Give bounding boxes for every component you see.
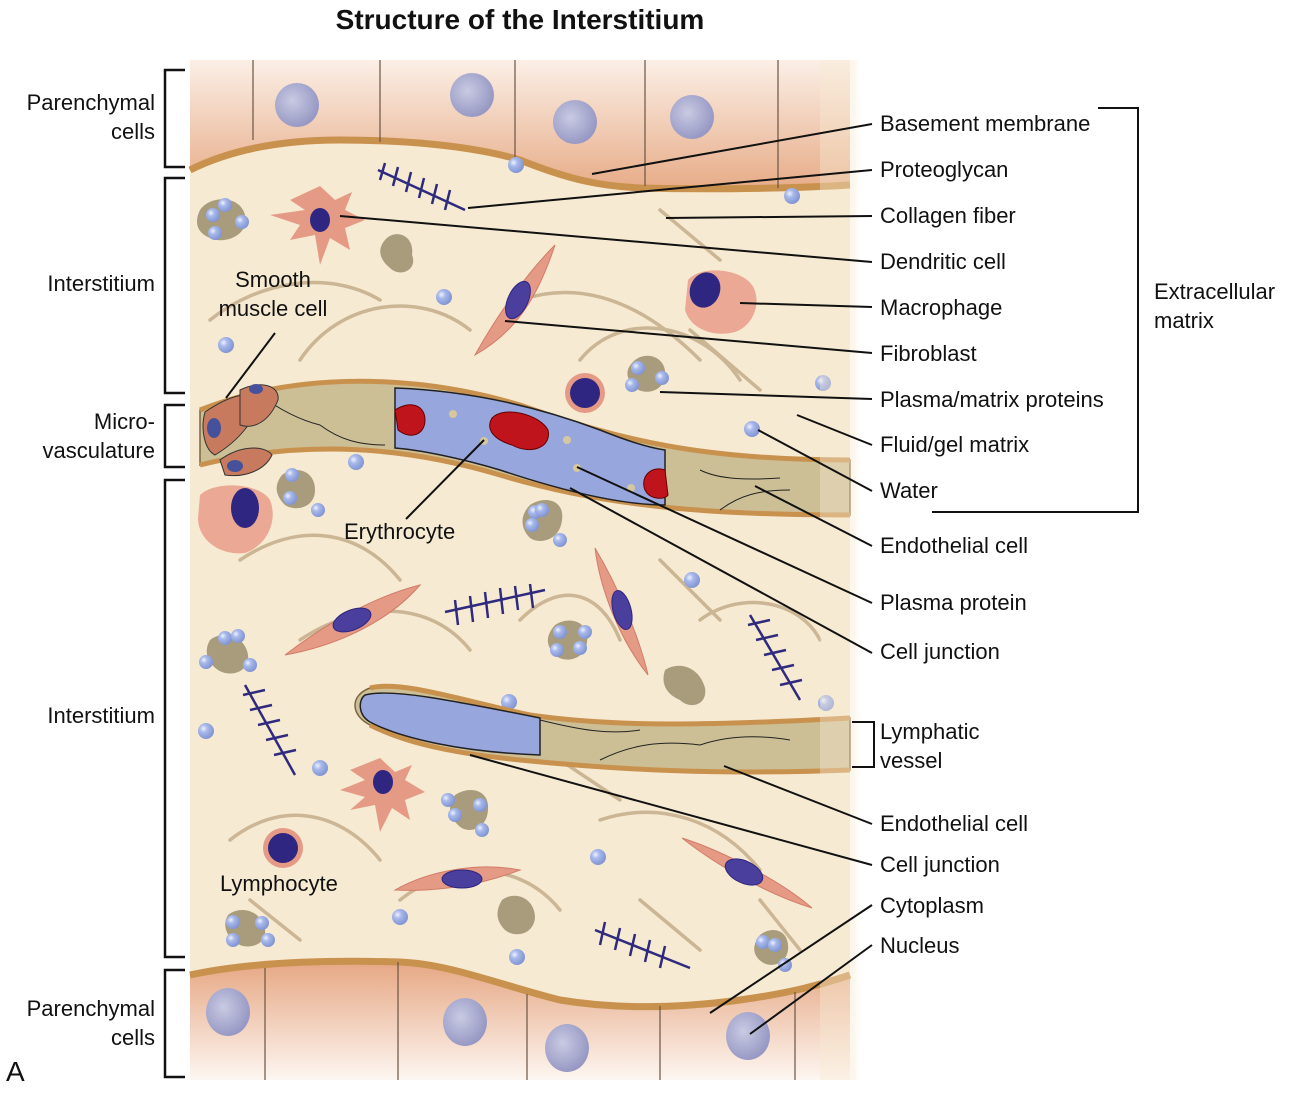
proteoglycans (242, 162, 803, 970)
label-line: Extracellular (1154, 279, 1276, 304)
fibroblasts (284, 244, 813, 909)
label-collagen-fiber: Collagen fiber (880, 203, 1016, 228)
lymphocytes (263, 373, 605, 868)
label-cytoplasm: Cytoplasm (880, 893, 984, 918)
label-smooth-muscle-cell: Smooth muscle cell (212, 265, 334, 323)
right-brackets (852, 107, 1139, 768)
label-proteoglycan: Proteoglycan (880, 157, 1009, 182)
label-parenchymal-cells-top: Parenchymal cells (27, 88, 155, 146)
label-line: cells (110, 1025, 155, 1050)
label-line: vasculature (42, 438, 155, 463)
parenchymal-cells-bottom (189, 957, 852, 1080)
label-plasma-protein: Plasma protein (880, 590, 1027, 615)
figure-letter: A (6, 1056, 25, 1087)
label-fluid-gel-matrix: Fluid/gel matrix (880, 432, 1030, 457)
label-microvasculature: Micro- vasculature (42, 407, 155, 465)
label-line: muscle cell (218, 296, 328, 321)
label-line: Smooth (235, 267, 311, 292)
label-line: Interstitium (47, 271, 155, 296)
label-line: Lymphatic (880, 719, 980, 744)
label-water: Water (880, 478, 938, 503)
label-line: cells (110, 119, 155, 144)
water-molecules (198, 157, 834, 972)
label-cell-junction-capillary: Cell junction (880, 639, 1000, 664)
dendritic-cells (270, 186, 425, 832)
label-parenchymal-cells-bottom: Parenchymal cells (27, 994, 155, 1052)
label-line: Interstitium (47, 703, 155, 728)
label-plasma-matrix-proteins: Plasma/matrix proteins (880, 387, 1104, 412)
label-line: matrix (1154, 308, 1214, 333)
label-line: Parenchymal (26, 90, 155, 115)
label-endothelial-cell-lymphatic: Endothelial cell (880, 811, 1028, 836)
leader-lines (225, 123, 873, 1035)
label-nucleus: Nucleus (880, 933, 960, 958)
label-interstitium-top: Interstitium (47, 269, 155, 298)
label-interstitium-bottom: Interstitium (47, 701, 155, 730)
label-lymphocyte: Lymphocyte (220, 871, 338, 896)
diagram-title: Structure of the Interstitium (335, 4, 705, 35)
label-dendritic-cell: Dendritic cell (880, 249, 1006, 274)
macrophages (198, 270, 757, 554)
label-lymphatic-vessel: Lymphatic vessel (880, 717, 979, 775)
label-endothelial-cell-capillary: Endothelial cell (880, 533, 1028, 558)
label-fibroblast: Fibroblast (880, 341, 977, 366)
label-line: Micro- (93, 409, 155, 434)
label-macrophage: Macrophage (880, 295, 1003, 320)
label-erythrocyte: Erythrocyte (344, 519, 456, 544)
lymphatic-vessel (354, 683, 851, 775)
label-extracellular-matrix: Extracellular matrix (1154, 277, 1275, 335)
label-line: vessel (880, 748, 943, 773)
label-line: Parenchymal (26, 996, 155, 1021)
label-cell-junction-lymphatic: Cell junction (880, 852, 1000, 877)
collagen-fibers (208, 208, 822, 952)
left-brackets (163, 68, 185, 1079)
label-basement-membrane: Basement membrane (880, 111, 1091, 136)
